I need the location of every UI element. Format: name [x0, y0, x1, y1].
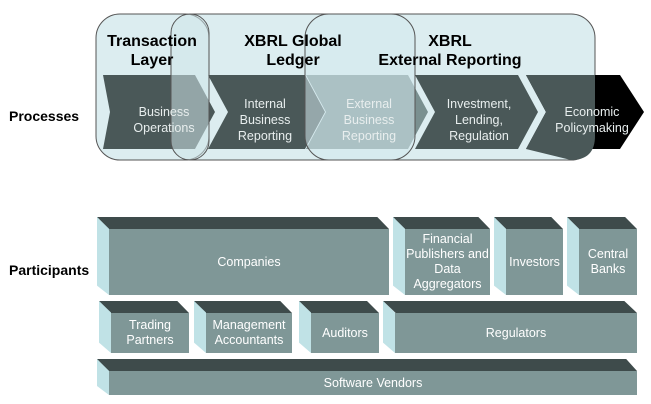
- participant-label: Auditors: [311, 313, 379, 353]
- participant-label: Regulators: [395, 313, 637, 353]
- participant-label: Central Banks: [579, 229, 637, 295]
- participant-companies[interactable]: Companies: [97, 217, 389, 295]
- process-chevron-internal-business-reporting[interactable]: [208, 75, 325, 149]
- participant-label: Management Accountants: [206, 313, 292, 353]
- group-xbrl-external-reporting-bg: [304, 13, 416, 161]
- process-label-investment: Investment,Lending,Regulation: [447, 97, 512, 143]
- participant-label: Software Vendors: [109, 371, 637, 395]
- participant-software-vendors[interactable]: Software Vendors: [97, 359, 637, 395]
- participant-label: Financial Publishers and Data Aggregator…: [405, 229, 490, 295]
- participant-investors[interactable]: Investors: [494, 217, 563, 295]
- participants-label: Participants: [9, 262, 90, 278]
- participant-management-accountants[interactable]: Management Accountants: [194, 301, 292, 353]
- participant-central-banks[interactable]: Central Banks: [567, 217, 637, 295]
- processes-label: Processes: [9, 108, 80, 124]
- participant-label: Companies: [109, 229, 389, 295]
- process-chevron-investment[interactable]: [415, 75, 538, 149]
- participant-trading-partners[interactable]: Trading Partners: [99, 301, 189, 353]
- participant-regulators[interactable]: Regulators: [383, 301, 637, 353]
- participant-auditors[interactable]: Auditors: [299, 301, 379, 353]
- participant-financial-publishers[interactable]: Financial Publishers and Data Aggregator…: [393, 217, 490, 295]
- participant-label: Trading Partners: [111, 313, 189, 353]
- participant-label: Investors: [506, 229, 563, 295]
- group-overlay-economic: [526, 75, 595, 160]
- group-transaction-overlap: [170, 13, 210, 161]
